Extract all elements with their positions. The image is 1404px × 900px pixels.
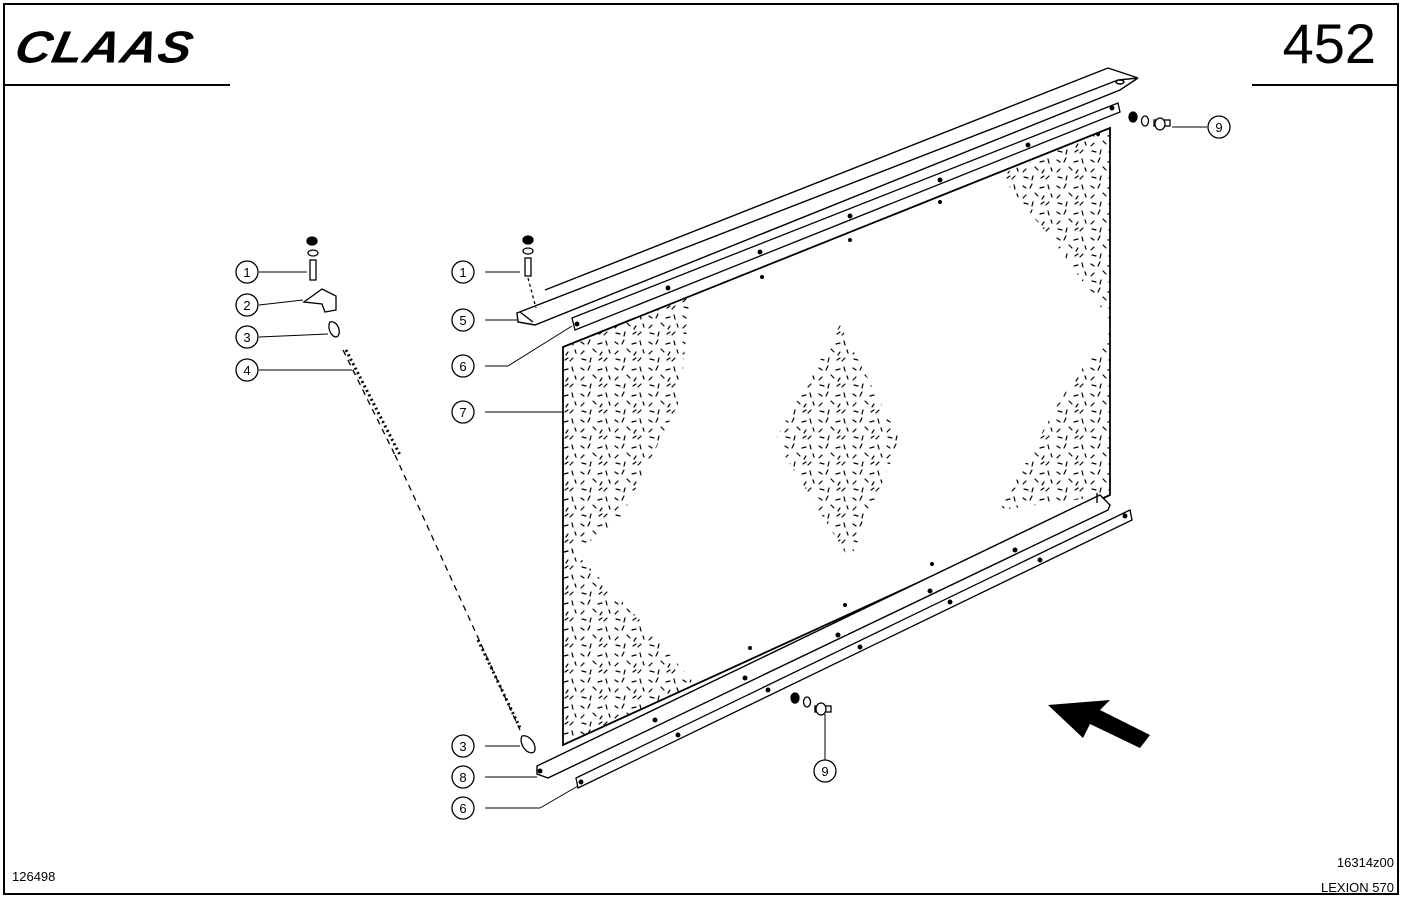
page-number-underline [1252, 84, 1398, 86]
callout-6-top: 6 [451, 354, 475, 378]
image-reference: 126498 [12, 869, 56, 884]
callout-2: 2 [235, 293, 259, 317]
svg-text:9: 9 [821, 764, 828, 779]
svg-text:6: 6 [459, 801, 466, 816]
svg-text:1: 1 [459, 265, 466, 280]
callout-9-bottom: 9 [813, 759, 837, 783]
svg-text:4: 4 [243, 363, 250, 378]
svg-text:6: 6 [459, 359, 466, 374]
top-strip [571, 102, 1121, 331]
screen-panel [562, 126, 1111, 747]
logo-underline [5, 84, 230, 86]
top-rail [516, 67, 1139, 326]
bottom-strip [575, 509, 1133, 789]
svg-text:9: 9 [1215, 120, 1222, 135]
svg-text:7: 7 [459, 405, 466, 420]
callout-8: 8 [451, 765, 475, 789]
svg-text:3: 3 [243, 330, 250, 345]
svg-text:2: 2 [243, 298, 250, 313]
svg-text:5: 5 [459, 313, 466, 328]
callout-3-top: 3 [235, 325, 259, 349]
top-right-fastener [1128, 111, 1171, 131]
callout-9-top: 9 [1207, 115, 1231, 139]
leader-lines [258, 126, 1207, 809]
callout-3-bottom: 3 [451, 734, 475, 758]
direction-arrow [1048, 700, 1150, 748]
callout-4: 4 [235, 358, 259, 382]
callout-7: 7 [451, 400, 475, 424]
chain-assembly [302, 236, 536, 754]
page-number: 452 [1282, 12, 1376, 75]
callout-1-chain: 1 [235, 260, 259, 284]
bottom-fastener [790, 692, 832, 716]
model-name: LEXION 570 [1321, 880, 1394, 895]
drawing-reference: 16314z00 [1336, 855, 1394, 870]
callout-6-bottom: 6 [451, 796, 475, 820]
rail-bolt-stack [522, 235, 537, 309]
svg-text:1: 1 [243, 265, 250, 280]
svg-text:8: 8 [459, 770, 466, 785]
callout-5: 5 [451, 308, 475, 332]
bottom-rail [536, 493, 1111, 779]
callout-1-rail: 1 [451, 260, 475, 284]
footer-references: 16314z00 LEXION 570 [1321, 850, 1394, 900]
svg-text:3: 3 [459, 739, 466, 754]
page-frame [3, 3, 1399, 895]
